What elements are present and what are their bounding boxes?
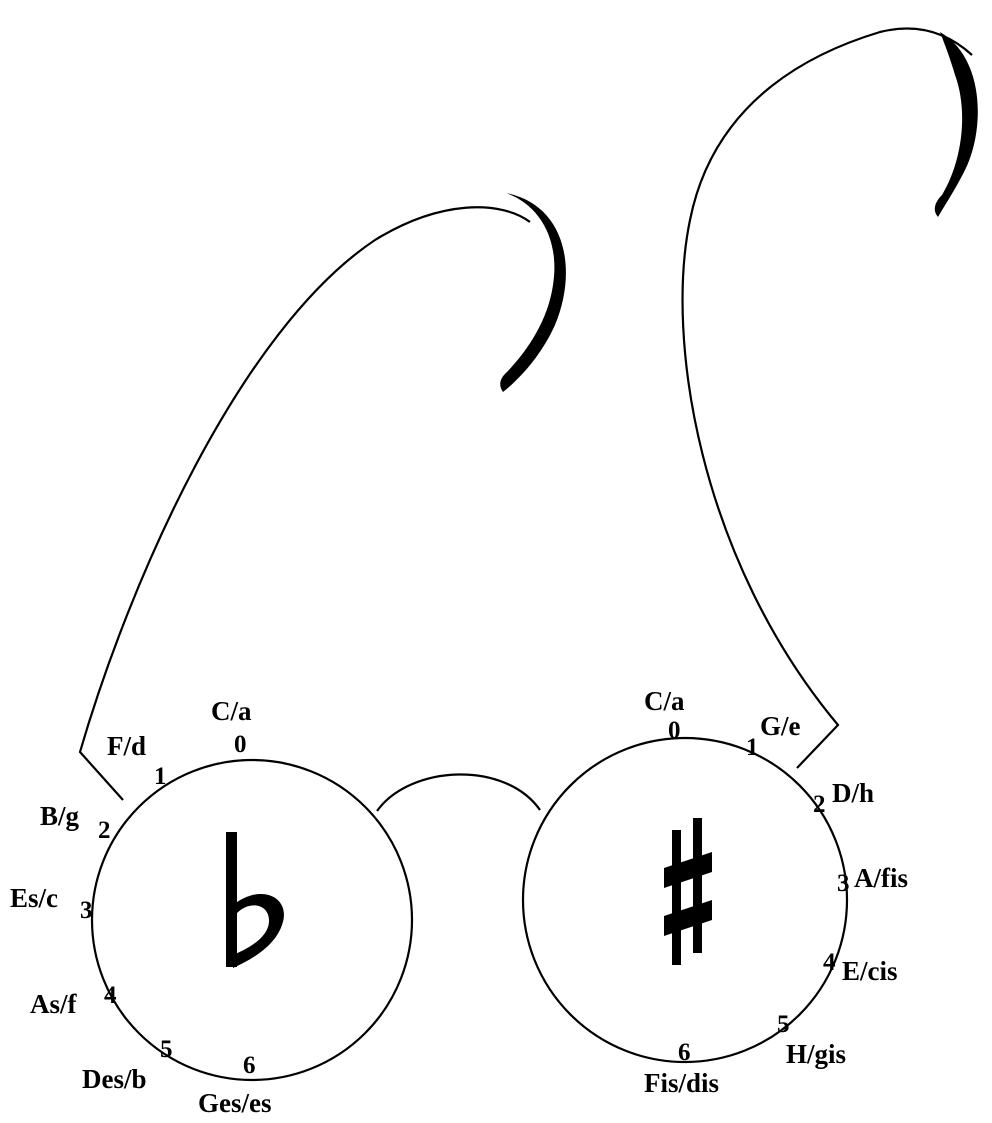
- right-key-6: Fis/dis 6: [644, 1039, 719, 1098]
- left-key-label: Des/b: [82, 1064, 147, 1094]
- left-key-label: C/a: [211, 696, 252, 726]
- right-key-number: 5: [777, 1011, 790, 1038]
- left-key-4: As/f 4: [30, 982, 117, 1019]
- right-key-4: E/cis 4: [823, 949, 898, 986]
- left-key-2: B/g 2: [40, 801, 111, 844]
- left-key-number: 5: [160, 1036, 173, 1063]
- left-key-number: 4: [104, 982, 117, 1009]
- right-key-label: Fis/dis: [644, 1068, 719, 1098]
- right-key-number: 1: [746, 734, 759, 761]
- right-key-label: C/a: [644, 686, 685, 716]
- right-key-5: H/gis 5: [777, 1011, 846, 1069]
- left-key-number: 6: [243, 1052, 256, 1079]
- bridge: [376, 773, 541, 812]
- left-key-3: Es/c 3: [10, 883, 93, 924]
- left-key-0: C/a 0: [211, 696, 252, 758]
- left-temple-arm: [78, 206, 531, 801]
- right-key-number: 4: [823, 949, 836, 976]
- right-key-number: 3: [837, 870, 850, 897]
- right-key-label: G/e: [760, 711, 801, 741]
- right-key-label: D/h: [832, 778, 874, 808]
- left-key-5: Des/b 5: [82, 1036, 173, 1094]
- right-key-number: 6: [678, 1039, 691, 1066]
- right-temple-arm: [681, 27, 973, 769]
- left-key-number: 2: [98, 817, 111, 844]
- right-key-number: 2: [813, 791, 826, 818]
- right-key-0: C/a 0: [644, 686, 685, 744]
- left-key-label: As/f: [30, 989, 78, 1019]
- right-arm-hook: [934, 32, 978, 217]
- right-key-1: G/e 1: [746, 711, 801, 761]
- right-key-number: 0: [668, 717, 681, 744]
- left-key-label: Ges/es: [198, 1088, 272, 1118]
- left-lens: [90, 758, 414, 1082]
- left-key-label: F/d: [107, 731, 146, 761]
- left-key-6: Ges/es 6: [198, 1052, 272, 1118]
- flat-sign-icon: [226, 832, 284, 968]
- sharp-sign-icon: [664, 818, 712, 965]
- right-key-2: D/h 2: [813, 778, 874, 818]
- left-key-number: 3: [80, 897, 93, 924]
- left-key-label: Es/c: [10, 883, 58, 913]
- left-arm-hook: [500, 193, 566, 392]
- right-key-label: E/cis: [842, 956, 898, 986]
- left-key-number: 1: [154, 763, 167, 790]
- left-key-1: F/d 1: [107, 731, 167, 790]
- right-lens: [521, 736, 849, 1064]
- right-key-3: A/fis 3: [837, 863, 908, 897]
- left-key-number: 0: [234, 731, 247, 758]
- right-key-label: H/gis: [786, 1039, 846, 1069]
- left-key-label: B/g: [40, 801, 80, 831]
- right-key-label: A/fis: [854, 863, 908, 893]
